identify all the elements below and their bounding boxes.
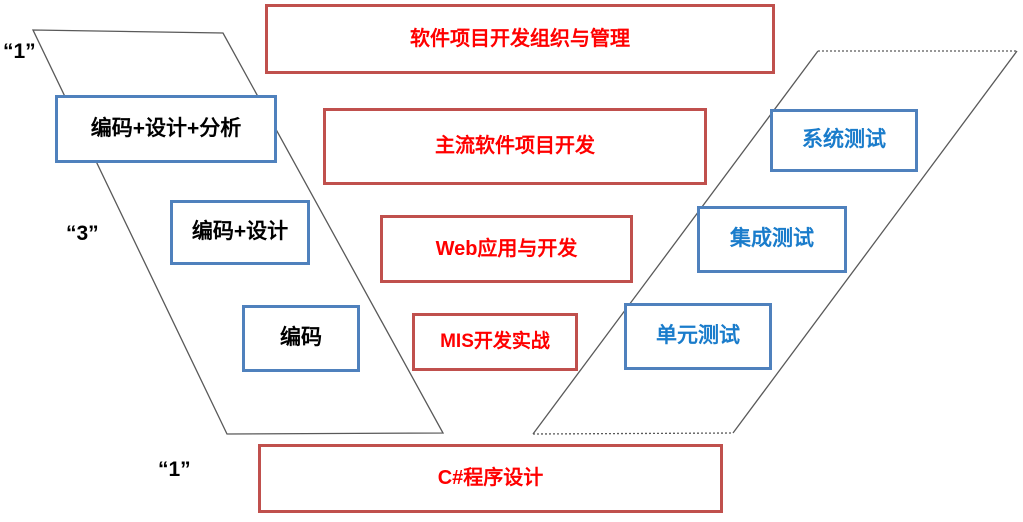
test-box-label: 单元测试 [656,324,740,348]
course-box-csharp: C#程序设计 [258,444,723,513]
stage-box-code-design: 编码+设计 [170,200,310,265]
course-box-label: C#程序设计 [437,467,544,489]
course-box-label: 主流软件项目开发 [435,135,595,157]
test-box-label: 集成测试 [730,227,814,251]
course-box-label: 软件项目开发组织与管理 [410,27,630,50]
course-box-label: MIS开发实战 [440,331,550,353]
test-box-integration: 集成测试 [697,206,847,273]
stage-box-code-design-analysis: 编码+设计+分析 [55,95,277,163]
test-box-label: 系统测试 [802,128,886,152]
count-label-middle: “3” [66,222,99,245]
course-box-project-management: 软件项目开发组织与管理 [265,4,775,74]
test-box-unit: 单元测试 [624,303,772,370]
right-parallelogram-bottom-edge [532,432,734,435]
course-box-label: Web应用与开发 [435,237,578,260]
stage-box-label: 编码 [280,326,322,350]
stage-box-label: 编码+设计 [191,220,289,244]
course-box-mainstream-dev: 主流软件项目开发 [323,108,707,185]
count-label-top: “1” [3,40,36,63]
right-parallelogram-right-edge [732,50,1018,434]
course-box-mis: MIS开发实战 [412,313,578,371]
count-label-bottom: “1” [158,458,191,481]
stage-box-label: 编码+设计+分析 [90,116,242,140]
test-box-system: 系统测试 [770,109,918,172]
course-box-web-dev: Web应用与开发 [380,215,633,283]
left-parallelogram [31,29,445,435]
stage-box-code: 编码 [242,305,360,372]
